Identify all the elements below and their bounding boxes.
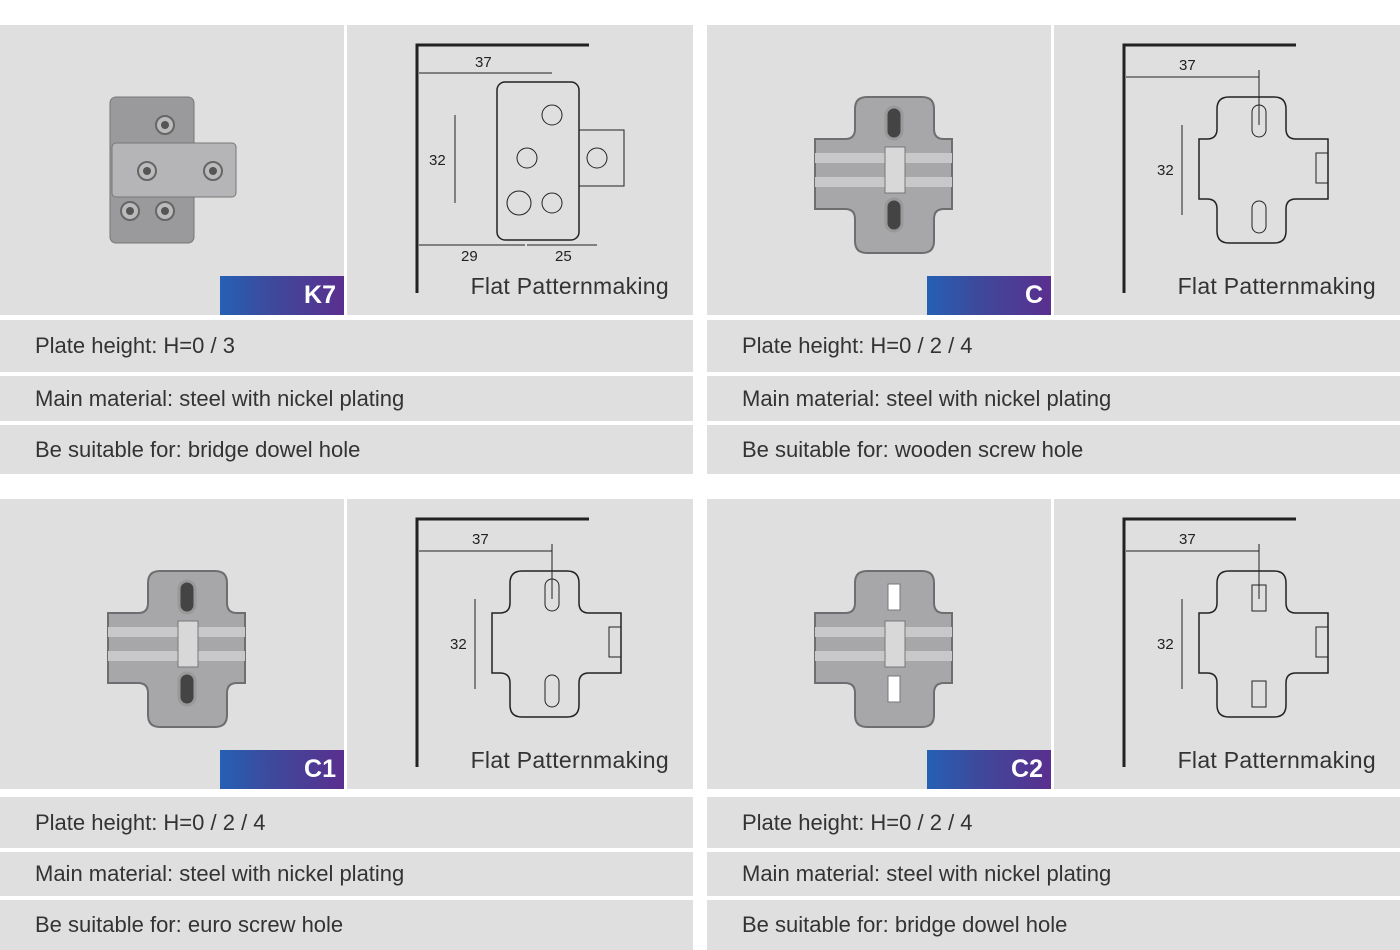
product-photo-panel: C1 — [0, 499, 344, 789]
flat-pattern-drawing: 37 32 29 25 — [415, 43, 625, 293]
dim-width: 37 — [1179, 57, 1196, 74]
drawing-panel: 37 32 Flat Patternmaking — [1054, 25, 1400, 315]
product-photo-panel: K7 — [0, 25, 344, 315]
spec-main-material: Main material: steel with nickel plating — [707, 376, 1400, 421]
spec-suitable-for: Be suitable for: bridge dowel hole — [0, 425, 693, 474]
spec-plate-height: Plate height: H=0 / 2 / 4 — [0, 797, 693, 848]
dim-width: 37 — [472, 531, 489, 548]
mounting-plate-photo — [109, 96, 237, 244]
flat-pattern-drawing: 37 32 — [1122, 43, 1329, 293]
spec-main-material: Main material: steel with nickel plating — [0, 376, 693, 421]
spec-suitable-for: Be suitable for: wooden screw hole — [707, 425, 1400, 474]
dim-height: 32 — [429, 152, 446, 169]
mounting-plate-photo — [814, 96, 953, 254]
drawing-caption: Flat Patternmaking — [1177, 747, 1376, 773]
mounting-plate-photo — [107, 570, 246, 728]
model-badge: K7 — [220, 276, 344, 315]
dim-height: 32 — [1157, 162, 1174, 179]
drawing-panel: 37 32 Flat Patternmaking — [1054, 499, 1400, 789]
product-photo-panel: C — [707, 25, 1051, 315]
drawing-caption: Flat Patternmaking — [470, 273, 669, 299]
dim-height: 32 — [450, 636, 467, 653]
spec-plate-height: Plate height: H=0 / 3 — [0, 320, 693, 372]
drawing-panel: 37 32 29 25 Flat Patternmaking — [347, 25, 693, 315]
flat-pattern-drawing: 37 32 — [1122, 517, 1329, 767]
drawing-caption: Flat Patternmaking — [470, 747, 669, 773]
dim-left: 29 — [461, 248, 478, 265]
flat-pattern-drawing: 37 32 — [415, 517, 622, 767]
model-badge: C — [927, 276, 1051, 315]
spec-main-material: Main material: steel with nickel plating — [0, 852, 693, 896]
dim-width: 37 — [1179, 531, 1196, 548]
model-badge: C2 — [927, 750, 1051, 789]
spec-suitable-for: Be suitable for: euro screw hole — [0, 900, 693, 950]
spec-plate-height: Plate height: H=0 / 2 / 4 — [707, 320, 1400, 372]
dim-right: 25 — [555, 248, 572, 265]
model-badge: C1 — [220, 750, 344, 789]
spec-main-material: Main material: steel with nickel plating — [707, 852, 1400, 896]
drawing-caption: Flat Patternmaking — [1177, 273, 1376, 299]
dim-height: 32 — [1157, 636, 1174, 653]
drawing-panel: 37 32 Flat Patternmaking — [347, 499, 693, 789]
spec-plate-height: Plate height: H=0 / 2 / 4 — [707, 797, 1400, 848]
spec-suitable-for: Be suitable for: bridge dowel hole — [707, 900, 1400, 950]
mounting-plate-photo — [814, 570, 953, 728]
product-photo-panel: C2 — [707, 499, 1051, 789]
dim-width: 37 — [475, 54, 492, 71]
